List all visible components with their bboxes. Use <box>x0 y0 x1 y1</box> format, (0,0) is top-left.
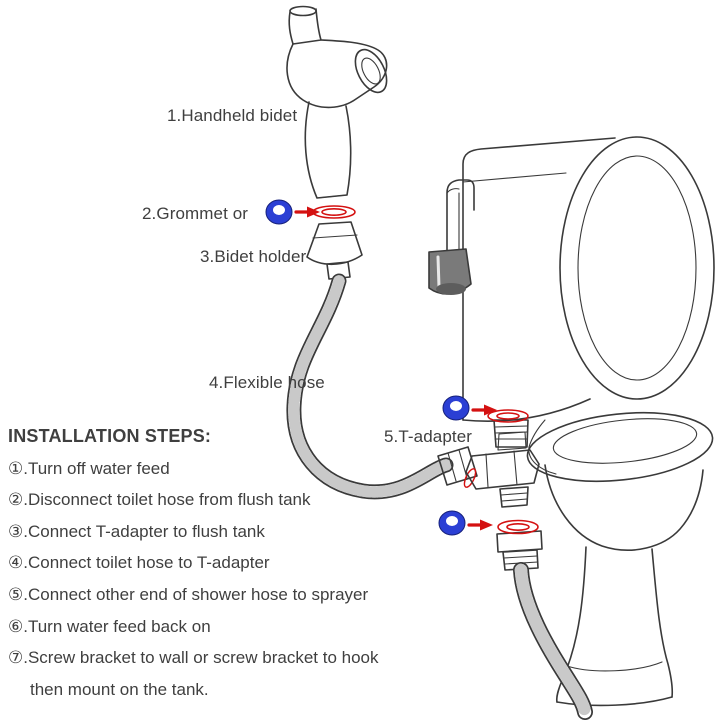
installation-step: ④.Connect toilet hose to T-adapter <box>8 553 270 573</box>
installation-step: ⑦.Screw bracket to wall or screw bracket… <box>8 648 379 668</box>
grommet-icon <box>442 395 470 421</box>
arrow-right-icon <box>471 404 497 416</box>
label-handheld-bidet: 1.Handheld bidet <box>167 106 298 125</box>
t-adapter-illustration <box>437 419 540 508</box>
bidet-holder-illustration <box>306 221 363 280</box>
arrow-right-icon <box>467 519 493 531</box>
sprayer-wall-mount-illustration <box>428 248 472 295</box>
tank-hook-bracket-illustration <box>446 179 475 255</box>
installation-steps-block: INSTALLATION STEPS: ①.Turn off water fee… <box>8 421 379 705</box>
toilet-illustration <box>462 136 715 707</box>
gasket-ring-icon <box>312 205 356 219</box>
installation-steps-title: INSTALLATION STEPS: <box>8 426 212 446</box>
label-t-adapter: 5.T-adapter <box>384 427 473 446</box>
flexible-hose-illustration <box>286 273 454 500</box>
installation-step: ①.Turn off water feed <box>8 458 170 478</box>
installation-step-continuation: then mount on the tank. <box>30 679 209 699</box>
label-bidet-holder: 3.Bidet holder <box>200 247 307 266</box>
installation-step: ⑤.Connect other end of shower hose to sp… <box>8 584 369 604</box>
grommet-icon <box>438 510 466 536</box>
handheld-sprayer-illustration <box>286 5 388 199</box>
label-grommet: 2.Grommet or <box>142 204 249 223</box>
installation-step: ②.Disconnect toilet hose from flush tank <box>8 490 311 510</box>
supply-hose-illustration <box>496 530 593 720</box>
grommet-icon <box>265 199 293 225</box>
gasket-ring-icon <box>487 409 529 423</box>
label-flexible-hose: 4.Flexible hose <box>209 373 325 392</box>
installation-step: ③.Connect T-adapter to flush tank <box>8 521 265 541</box>
gasket-ring-icon <box>497 519 539 535</box>
installation-step: ⑥.Turn water feed back on <box>8 616 211 636</box>
